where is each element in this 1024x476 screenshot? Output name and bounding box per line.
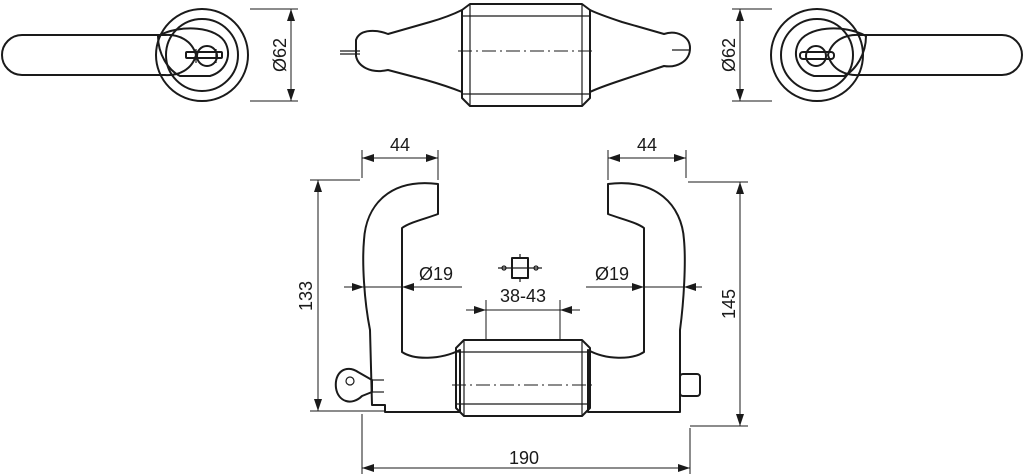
front-view-right-thumbturn — [770, 8, 1023, 102]
thumbturn-base — [805, 45, 827, 67]
dimension-grip-right: Ø19 — [586, 264, 702, 291]
front-view-left-keyed — [1, 8, 249, 102]
key-slot-icon — [185, 51, 223, 59]
dimension-grip-left: Ø19 — [344, 264, 462, 291]
lever-neck-left — [157, 27, 229, 77]
dimension-rosette-left: Ø62 — [250, 8, 298, 102]
dimension-rosette-right: Ø62 — [719, 8, 772, 102]
thumbturn-icon — [799, 51, 835, 60]
overall-width-label: 190 — [509, 448, 539, 468]
dimension-height-left: 133 — [296, 179, 384, 412]
key-cylinder-left — [196, 45, 218, 67]
grip-diameter-left-label: Ø19 — [419, 264, 453, 284]
rosette-diameter-left-label: Ø62 — [270, 38, 290, 72]
lever-neck-right — [795, 27, 867, 77]
side-right-lever-stub — [589, 9, 691, 93]
rosette-outer-right — [770, 8, 864, 102]
rosette-inner-right — [780, 18, 854, 92]
top-lever-left — [362, 182, 461, 413]
side-left-lever-stub — [355, 9, 463, 93]
lever-offset-left-label: 44 — [390, 135, 410, 155]
height-left-label: 133 — [296, 281, 316, 311]
top-lock-body — [455, 339, 591, 417]
dimension-height-right: 145 — [688, 181, 748, 427]
rosette-diameter-right-label: Ø62 — [719, 38, 739, 72]
height-right-label: 145 — [719, 289, 739, 319]
dimension-overall-width: 190 — [361, 414, 691, 474]
top-lever-right — [587, 182, 686, 413]
dimension-door-thickness: 38-43 — [466, 286, 580, 340]
key-head-icon — [334, 367, 373, 403]
rosette-outer-left — [155, 8, 249, 102]
door-thickness-label: 38-43 — [500, 286, 546, 306]
lever-right-front — [827, 33, 1023, 77]
rosette-inner-left — [165, 18, 239, 92]
dimension-lever-offset-left: 44 — [361, 135, 439, 180]
lever-offset-right-label: 44 — [637, 135, 657, 155]
spindle-icon — [498, 254, 542, 282]
dimension-lever-offset-right: 44 — [607, 135, 687, 180]
side-lock-body — [461, 3, 591, 107]
thumbturn-knob-icon — [679, 373, 701, 397]
side-view-top — [340, 3, 691, 107]
lever-left-front — [1, 33, 197, 77]
grip-diameter-right-label: Ø19 — [595, 264, 629, 284]
top-view-assembly — [334, 182, 701, 417]
